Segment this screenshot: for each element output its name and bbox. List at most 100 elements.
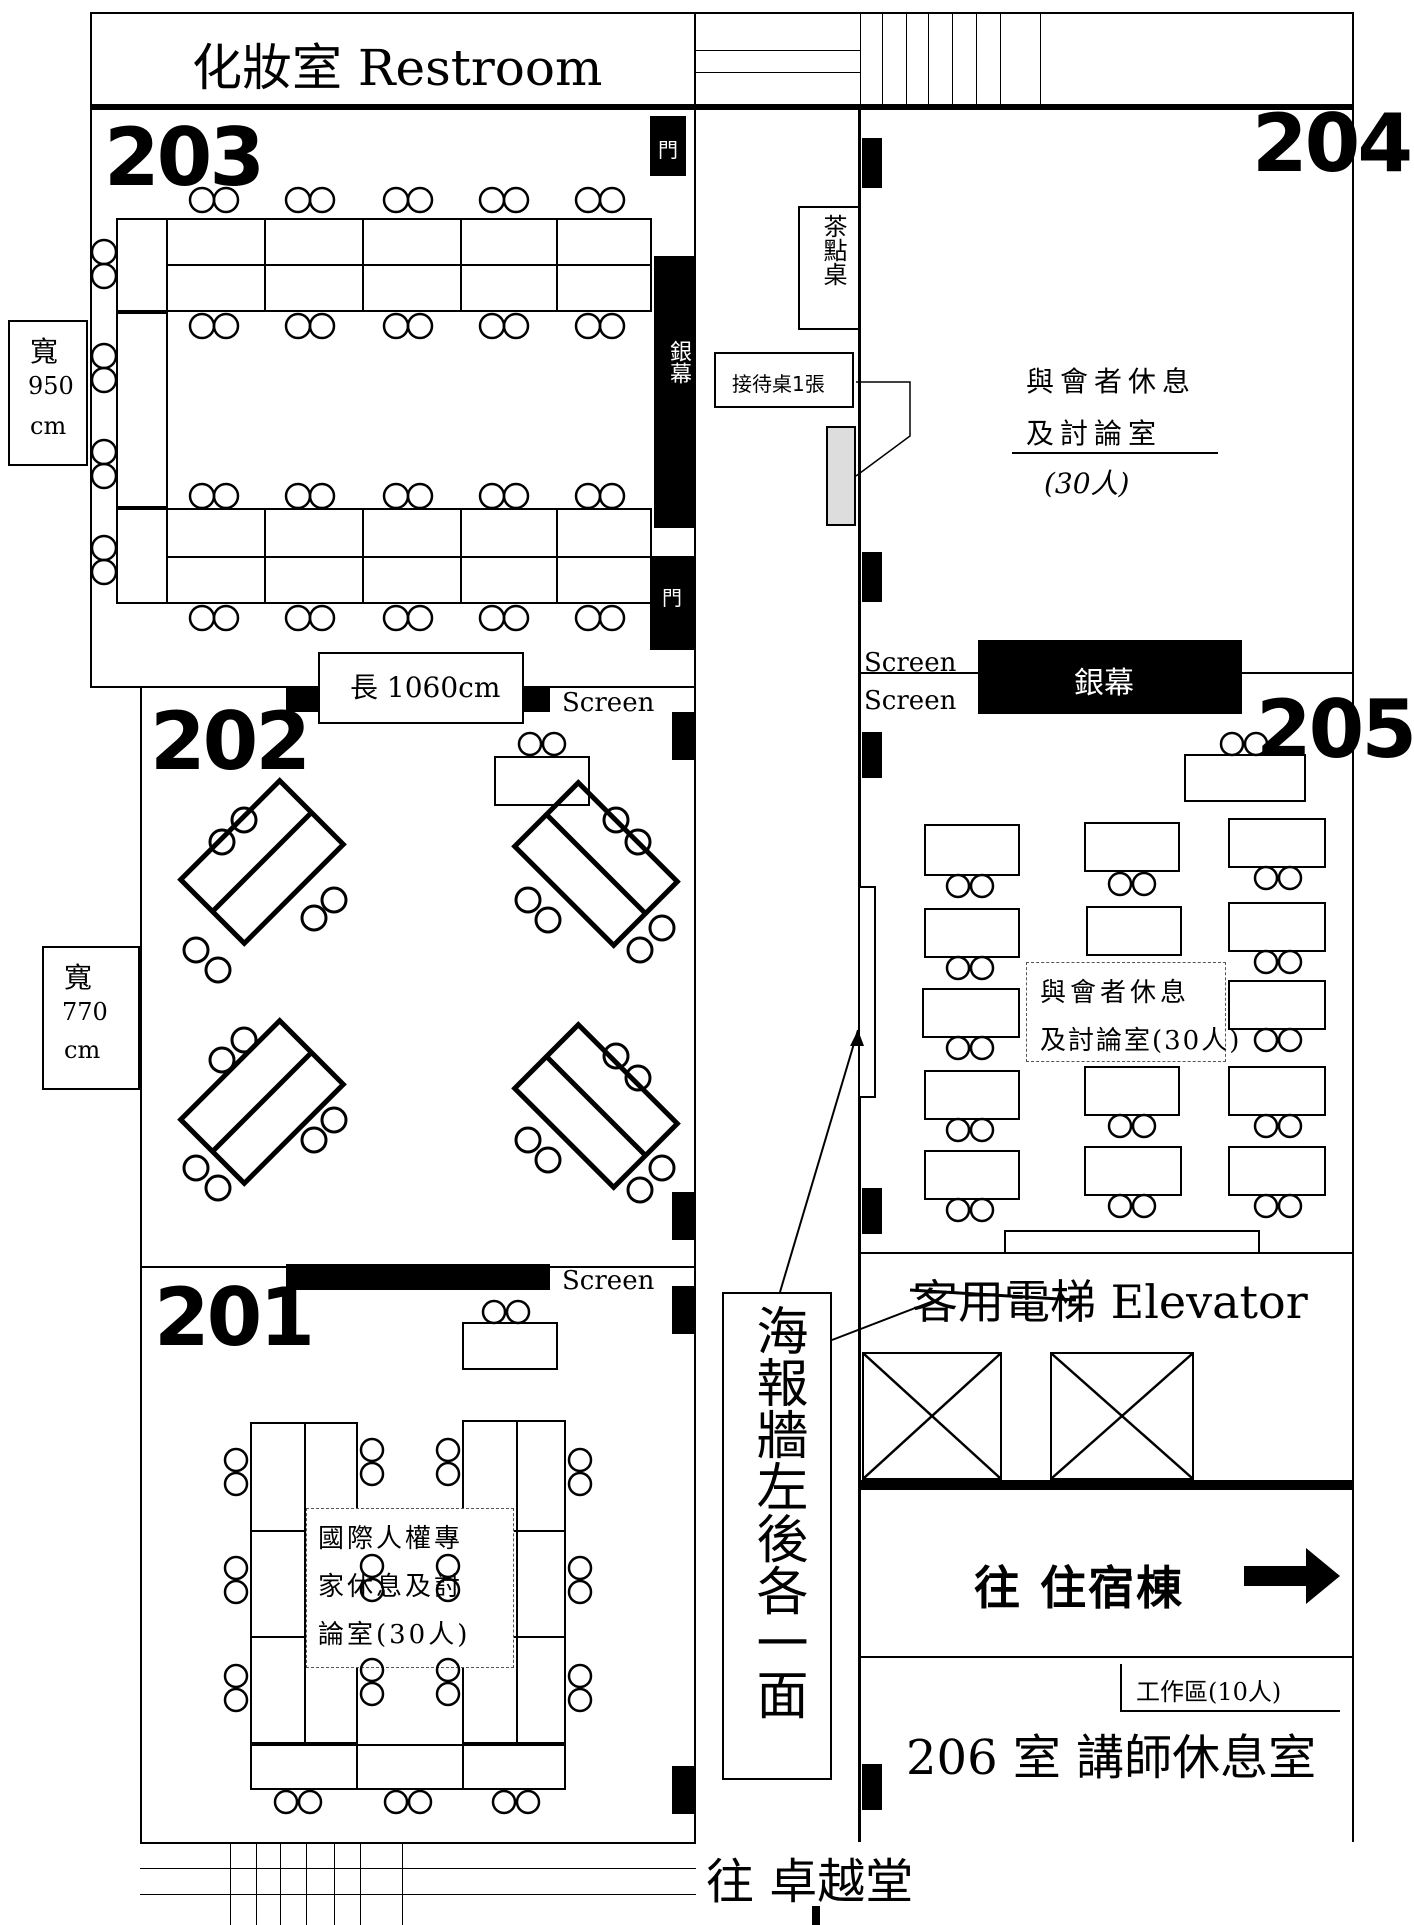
t201l-v [304, 1422, 306, 1744]
t201l-h2 [250, 1636, 358, 1638]
t201l-h1 [250, 1530, 358, 1532]
left-edge-upper [90, 12, 92, 687]
width-202-label-c: cm [64, 1036, 101, 1064]
room-204-note-underline [1012, 452, 1218, 454]
grid-v8 [1040, 12, 1041, 106]
bgrid-v6 [360, 1842, 361, 1925]
width-203-label-b: 950 [28, 372, 74, 400]
table-203-side [116, 312, 168, 508]
wallmark-8 [672, 1286, 694, 1334]
to-dorm-label: 往 住宿棟 [974, 1561, 1185, 1615]
grid-h2 [696, 72, 860, 73]
table-cluster-202-br [511, 1021, 681, 1204]
corridor-left-wall [694, 12, 696, 1842]
t203t-v4 [556, 218, 558, 312]
door-203-top [650, 116, 686, 176]
grid-v6 [976, 12, 977, 106]
wallmark-4 [862, 1188, 882, 1234]
table-205-r2c2 [1086, 906, 1182, 956]
work-area-label: 工作區(10人) [1136, 1678, 1282, 1706]
bgrid-v2 [256, 1842, 257, 1925]
poster-wall-label: 海報牆左後各一面 [747, 1304, 807, 1720]
door-203-bottom [650, 556, 696, 650]
table-cluster-202-tr [511, 779, 681, 964]
grid-v2 [882, 12, 883, 106]
grid-v3 [906, 12, 907, 106]
table-205-r1c1 [924, 824, 1020, 876]
reception-box [714, 352, 854, 408]
bgrid-h1 [140, 1868, 696, 1869]
screen-205-label-a: Screen [864, 648, 957, 678]
reception-label: 接待桌1張 [732, 372, 825, 396]
table-205-r5c1 [924, 1150, 1020, 1200]
top-edge [92, 12, 1354, 14]
bgrid-v4 [306, 1842, 307, 1925]
table-205-r4c2 [1084, 1066, 1180, 1116]
wallmark-3 [862, 732, 882, 778]
table-201-bottom [250, 1744, 566, 1790]
door-203-top-label: 門 [658, 138, 678, 162]
room-201-number: 201 [154, 1271, 315, 1364]
screen-205-bar [978, 640, 1242, 714]
table-205-r2c3 [1228, 902, 1326, 952]
dim-203-right-mark [524, 688, 550, 712]
grid-v1 [860, 12, 861, 106]
bottom-hall-line [140, 1842, 696, 1844]
podium-202 [494, 756, 590, 806]
room-204-note-c: (30人) [1044, 467, 1130, 500]
t201b-v1 [356, 1744, 358, 1790]
wallmark-7 [672, 1192, 694, 1240]
tea-table-label: 茶點桌 [819, 214, 847, 286]
screen-203-label: 銀幕 [666, 340, 691, 384]
restroom-bottom-wall [92, 104, 1354, 110]
t201r-h2 [462, 1636, 566, 1638]
t203t-v1 [264, 218, 266, 312]
t203b-v1 [264, 508, 266, 604]
arrowhead-poster [850, 1030, 864, 1046]
tea-table [798, 206, 860, 330]
wallmark-5 [862, 1764, 882, 1810]
left-edge-lower [140, 686, 142, 1842]
screen-202-label: Screen [562, 688, 655, 718]
dim-203-left-mark [286, 688, 320, 712]
chairs-203-top [90, 186, 626, 632]
table-205-r1c2 [1084, 822, 1180, 872]
elevator-car-1 [862, 1352, 1002, 1480]
room-202-number: 202 [150, 695, 311, 788]
bgrid-v7 [402, 1842, 403, 1925]
wallmark-9 [672, 1766, 694, 1814]
screen-203 [654, 256, 694, 528]
width-203-label-a: 寬 [30, 335, 59, 368]
room-201-note-a: 國際人權專 [318, 1524, 464, 1554]
table-205-r2c1 [924, 908, 1020, 958]
elevator-label: 客用電梯 Elevator [912, 1275, 1308, 1329]
chairs-201 [223, 1437, 593, 1815]
t201r-v [516, 1420, 518, 1744]
room-204-note-a: 與會者休息 [1026, 365, 1197, 398]
bgrid-v5 [334, 1842, 335, 1925]
t203b-v2 [362, 508, 364, 604]
table-205-r5c2 [1084, 1146, 1182, 1196]
grid-v5 [952, 12, 953, 106]
grid-h1 [696, 50, 860, 51]
t203b-v3 [460, 508, 462, 604]
t201b-v2 [462, 1744, 464, 1790]
t203b-v4 [556, 508, 558, 604]
length-203-label: 長 1060cm [350, 671, 501, 704]
room-206-label: 206 室 講師休息室 [906, 1730, 1317, 1786]
t201r-h1 [462, 1530, 566, 1532]
table-205-r5c3 [1228, 1146, 1326, 1196]
elevator-bottom-wall [860, 1480, 1354, 1490]
width-203-box [8, 320, 88, 466]
width-202-label-a: 寬 [64, 961, 93, 994]
table-205-r3c3 [1228, 980, 1326, 1030]
wallmark-1 [862, 138, 882, 188]
chairs-205 [945, 865, 1303, 1223]
bgrid-v3 [280, 1842, 281, 1925]
t203t-v0 [166, 218, 168, 312]
room-201-note-c: 論室(30人) [318, 1620, 471, 1650]
poster-wall-box [722, 1292, 832, 1780]
bench-205 [1004, 1230, 1260, 1254]
podium-205 [1184, 754, 1306, 802]
